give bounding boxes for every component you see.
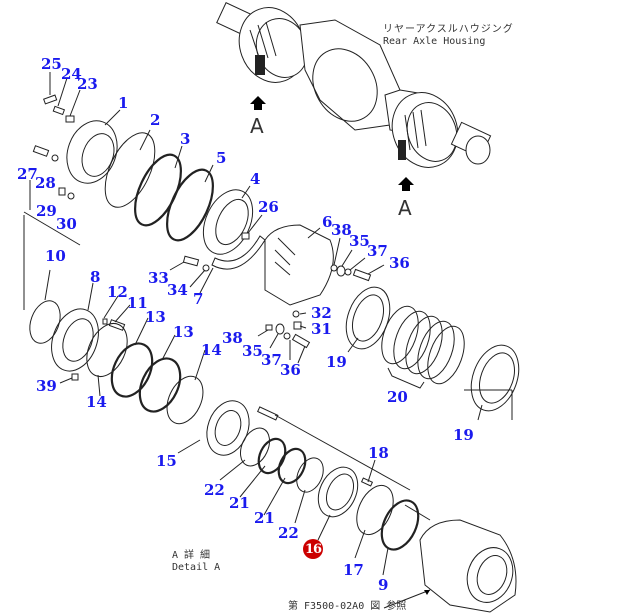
view-label-a-right: A (398, 196, 412, 220)
callout-5[interactable]: 5 (216, 149, 227, 167)
callout-28[interactable]: 28 (35, 174, 56, 192)
callout-8[interactable]: 8 (90, 268, 101, 286)
callout-13-first[interactable]: 13 (145, 308, 166, 326)
callout-13-second[interactable]: 13 (173, 323, 194, 341)
callout-37-upper[interactable]: 37 (367, 242, 388, 260)
view-arrow-a-left (250, 96, 266, 110)
view-arrow-a-right (398, 177, 414, 191)
callout-4[interactable]: 4 (250, 170, 261, 188)
callout-15[interactable]: 15 (156, 452, 177, 470)
callout-7[interactable]: 7 (193, 290, 204, 308)
callout-37-lower[interactable]: 37 (261, 351, 282, 369)
callout-19-first[interactable]: 19 (326, 353, 347, 371)
callout-35-upper[interactable]: 35 (349, 232, 370, 250)
callout-22-first[interactable]: 22 (204, 481, 225, 499)
callout-6[interactable]: 6 (322, 213, 333, 231)
detail-title-jp: A 詳 細 (172, 550, 211, 561)
callout-21-first[interactable]: 21 (229, 494, 250, 512)
callout-38-upper[interactable]: 38 (331, 221, 352, 239)
callout-29[interactable]: 29 (36, 202, 57, 220)
callout-39[interactable]: 39 (36, 377, 57, 395)
callout-17[interactable]: 17 (343, 561, 364, 579)
callout-16-highlighted[interactable]: 16 (303, 539, 323, 559)
reference-note: 第 F3500-02A0 図 参照 (288, 601, 407, 612)
callout-14-upper[interactable]: 14 (201, 341, 222, 359)
assembly-title-jp: リヤーアクスルハウジング (383, 24, 514, 35)
callout-25[interactable]: 25 (41, 55, 62, 73)
callout-20[interactable]: 20 (387, 388, 408, 406)
callout-30[interactable]: 30 (56, 215, 77, 233)
callout-9[interactable]: 9 (378, 576, 389, 594)
assembly-title-en: Rear Axle Housing (383, 36, 486, 47)
callout-32[interactable]: 32 (311, 304, 332, 322)
callout-36-upper[interactable]: 36 (389, 254, 410, 272)
callout-23[interactable]: 23 (77, 75, 98, 93)
callout-11[interactable]: 11 (127, 294, 148, 312)
callout-21-second[interactable]: 21 (254, 509, 275, 527)
rear-axle-housing (216, 2, 492, 168)
callout-10[interactable]: 10 (45, 247, 66, 265)
callout-24[interactable]: 24 (61, 65, 82, 83)
view-label-a-left: A (250, 114, 264, 138)
callout-33[interactable]: 33 (148, 269, 169, 287)
callout-36-lower[interactable]: 36 (280, 361, 301, 379)
callout-12[interactable]: 12 (107, 283, 128, 301)
callout-26[interactable]: 26 (258, 198, 279, 216)
callout-1[interactable]: 1 (118, 94, 129, 112)
callout-27[interactable]: 27 (17, 165, 38, 183)
callout-19-second[interactable]: 19 (453, 426, 474, 444)
callout-2[interactable]: 2 (150, 111, 161, 129)
detail-title-en: Detail A (172, 562, 221, 573)
callout-14-lower[interactable]: 14 (86, 393, 107, 411)
callout-3[interactable]: 3 (180, 130, 191, 148)
callout-18[interactable]: 18 (368, 444, 389, 462)
callout-35-lower[interactable]: 35 (242, 342, 263, 360)
callout-22-second[interactable]: 22 (278, 524, 299, 542)
callout-31[interactable]: 31 (311, 320, 332, 338)
callout-38-lower[interactable]: 38 (222, 329, 243, 347)
callout-34[interactable]: 34 (167, 281, 188, 299)
